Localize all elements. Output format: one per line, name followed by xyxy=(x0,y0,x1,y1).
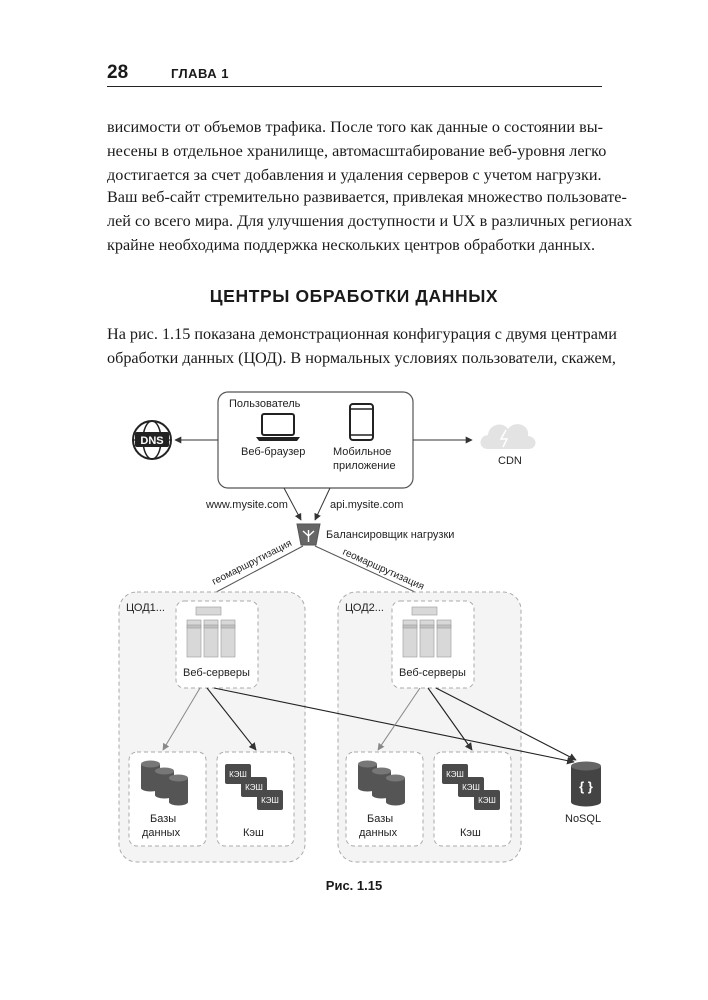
datacenter-1: ЦОД1... Веб-серверы Базы данных xyxy=(118,591,306,863)
cdn-cloud-icon xyxy=(480,424,536,449)
georouting-label-1: геомаршрутизация xyxy=(210,538,293,588)
arrow-dc1-web-cache xyxy=(206,687,257,751)
text-line: достигается за счет добавления и удалени… xyxy=(107,166,602,184)
paragraph-2: Ваш веб-сайт стремительно развивается, п… xyxy=(107,185,633,257)
figure-caption: Рис. 1.15 xyxy=(325,878,383,893)
text-line: обработки данных (ЦОД). В нормальных усл… xyxy=(107,349,616,367)
laptop-icon xyxy=(256,413,300,441)
nosql-label: NoSQL xyxy=(565,813,601,825)
cache-chip-label: КЭШ xyxy=(229,770,247,779)
georouting-label-2: геомаршрутизация xyxy=(341,547,426,593)
page-number: 28 xyxy=(107,62,129,83)
cache-chip-label: КЭШ xyxy=(462,783,480,792)
datacenter-2-label: ЦОД2... xyxy=(345,602,384,614)
text-line: Ваш веб-сайт стремительно развивается, п… xyxy=(107,188,627,206)
databases-label-line2: данных xyxy=(142,827,181,839)
cache-icon: КЭШ КЭШ КЭШ xyxy=(225,764,283,810)
load-balancer-label: Балансировщик нагрузки xyxy=(326,529,454,541)
arrow-dc1-web-nosql xyxy=(213,687,575,765)
text-line: висимости от объемов трафика. После того… xyxy=(107,118,603,136)
running-header: 28 ГЛАВА 1 xyxy=(107,58,602,87)
cache-chip-label: КЭШ xyxy=(446,770,464,779)
user-box: Пользователь Веб-браузер Мобильное прило… xyxy=(217,391,414,489)
web-servers-icon xyxy=(186,606,236,658)
cache-chip-label: КЭШ xyxy=(245,783,263,792)
cdn-label: CDN xyxy=(498,455,522,467)
arrow-dc1-web-db xyxy=(162,687,201,751)
dns-globe-icon: DNS xyxy=(132,420,172,460)
text-line: несены в отдельное хранилище, автомасшта… xyxy=(107,142,607,160)
text-line: На рис. 1.15 показана демонстрационная к… xyxy=(107,325,617,343)
mobile-app-label-line2: приложение xyxy=(333,460,396,472)
web-servers-label: Веб-серверы xyxy=(183,667,250,679)
text-line: лей со всего мира. Для улучшения доступн… xyxy=(107,212,633,230)
arrow-dc2-web-db xyxy=(377,687,421,751)
nosql-glyph: { } xyxy=(579,779,593,794)
database-icon xyxy=(358,760,405,806)
paragraph-intro: На рис. 1.15 показана демонстрационная к… xyxy=(107,322,617,370)
chapter-title: ГЛАВА 1 xyxy=(171,66,230,81)
load-balancer-icon xyxy=(296,523,321,546)
web-servers-label: Веб-серверы xyxy=(399,667,466,679)
section-title: ЦЕНТРЫ ОБРАБОТКИ ДАННЫХ xyxy=(209,286,499,306)
arrow-dc2-web-nosql xyxy=(435,687,577,761)
arrow-georouting-dc2 xyxy=(314,545,429,599)
arrow-api xyxy=(314,487,331,521)
dns-label: DNS xyxy=(140,435,163,447)
web-servers-icon xyxy=(402,606,452,658)
databases-label-line1: Базы xyxy=(150,813,176,825)
databases-label-line1: Базы xyxy=(367,813,393,825)
datacenter-2: ЦОД2... Веб-серверы Базы данных xyxy=(337,591,522,863)
cache-icon: КЭШ КЭШ КЭШ xyxy=(442,764,500,810)
cache-chip-label: КЭШ xyxy=(261,796,279,805)
cache-label: Кэш xyxy=(460,827,481,839)
user-label: Пользователь xyxy=(229,398,301,410)
cache-chip-label: КЭШ xyxy=(478,796,496,805)
web-browser-label: Веб-браузер xyxy=(241,446,305,458)
databases-label-line2: данных xyxy=(359,827,398,839)
cache-label: Кэш xyxy=(243,827,264,839)
nosql-database-icon: { } xyxy=(571,761,601,807)
mobile-app-label-line1: Мобильное xyxy=(333,446,391,458)
paragraph-1: висимости от объемов трафика. После того… xyxy=(107,115,607,187)
text-line: крайне необходима поддержка нескольких ц… xyxy=(107,236,595,254)
database-icon xyxy=(141,760,188,806)
www-url-label: www.mysite.com xyxy=(205,499,288,511)
arrow-dc2-web-cache xyxy=(427,687,473,751)
api-url-label: api.mysite.com xyxy=(330,499,403,511)
arrow-georouting-dc1 xyxy=(204,545,304,599)
datacenter-1-label: ЦОД1... xyxy=(126,602,165,614)
arrow-www xyxy=(283,487,302,521)
mobile-phone-icon xyxy=(349,403,374,441)
